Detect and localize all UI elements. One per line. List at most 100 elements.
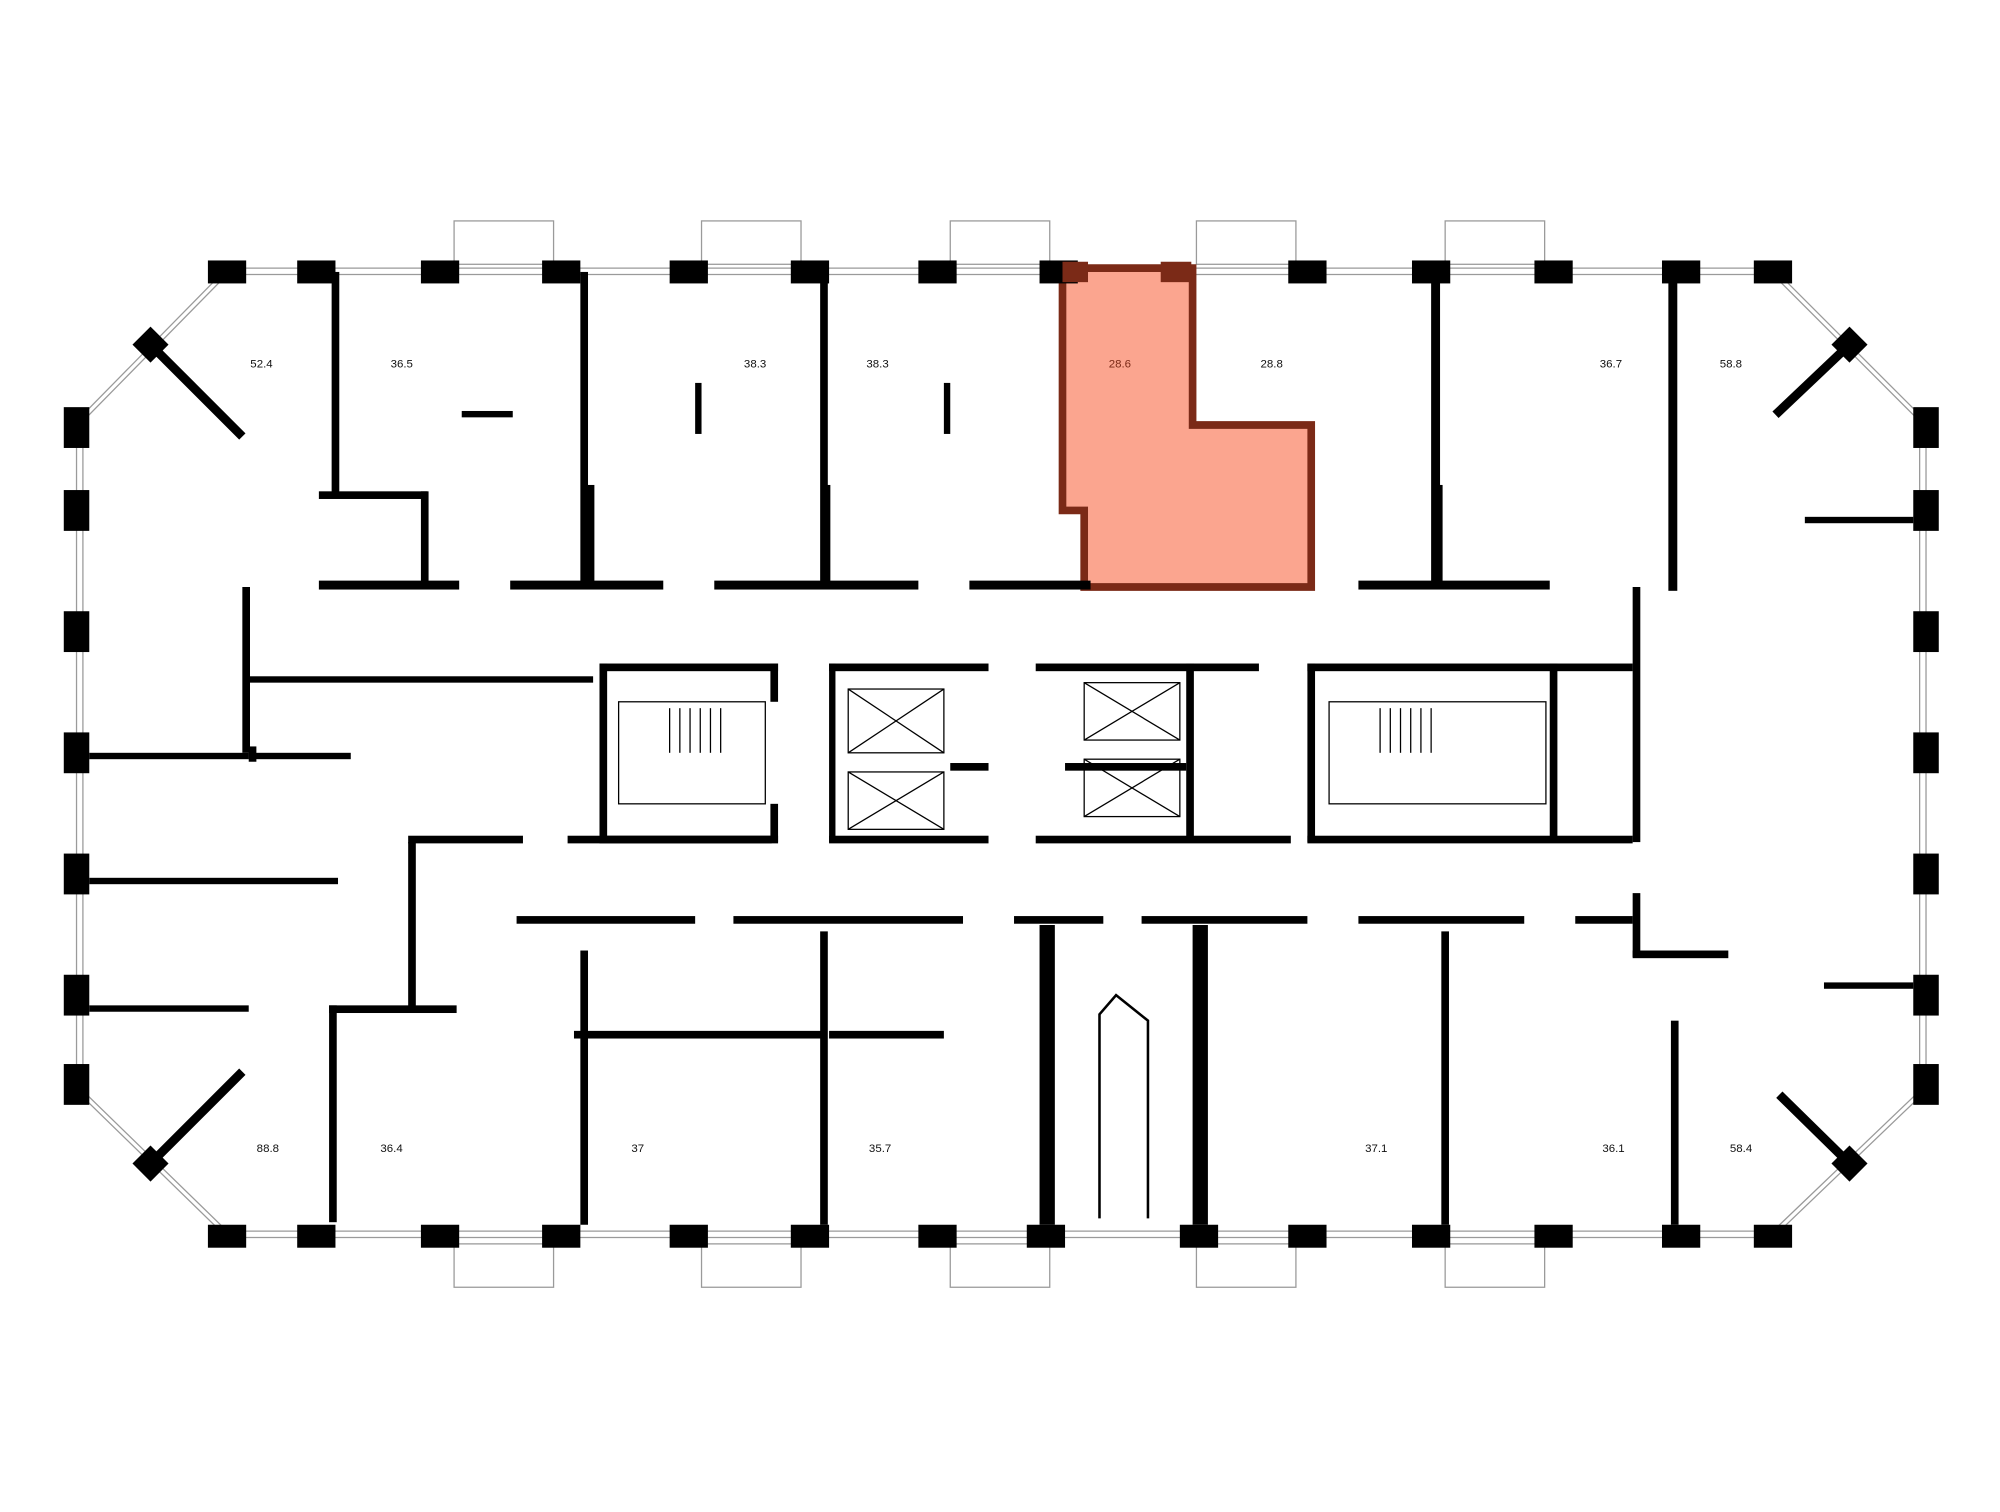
unit-area-label[interactable]: 36.7 <box>1600 359 1622 371</box>
wall <box>1307 835 1633 844</box>
wall <box>89 1005 249 1012</box>
wall <box>829 1030 944 1039</box>
wall <box>248 676 594 683</box>
pillar <box>63 853 90 895</box>
balcony <box>1444 1243 1546 1288</box>
pillar <box>669 1224 708 1248</box>
selected-unit-area-label[interactable]: 28.6 <box>1109 359 1131 371</box>
balcony <box>700 1243 802 1288</box>
wall <box>829 663 836 843</box>
wall <box>829 835 989 844</box>
elevator-shaft <box>1083 758 1181 818</box>
pillar <box>542 1224 581 1248</box>
elevator-shaft <box>847 771 945 830</box>
balcony <box>1444 220 1546 265</box>
wall <box>1307 663 1316 843</box>
unit-area-label[interactable]: 52.4 <box>250 359 273 371</box>
pillar <box>669 260 708 284</box>
top-unit-labels: 52.4 36.5 38.3 38.3 28.6 28.8 36.7 58.8 <box>250 359 1742 371</box>
wall <box>318 491 428 499</box>
wall <box>1065 763 1187 771</box>
diagonal-wall <box>1772 341 1853 419</box>
wall <box>770 803 779 843</box>
pillar <box>918 260 957 284</box>
wall <box>829 663 989 672</box>
building-core <box>617 682 1547 1219</box>
diagonal-wall <box>1776 1091 1853 1167</box>
wall <box>969 580 1091 590</box>
walls <box>63 260 1939 1248</box>
unit-area-label[interactable]: 88.8 <box>257 1143 279 1155</box>
selected-pillar-left <box>1062 261 1089 283</box>
balcony <box>1195 1243 1297 1288</box>
pillar <box>1288 1224 1327 1248</box>
diagonal-wall <box>147 341 246 440</box>
unit-area-label[interactable]: 37.1 <box>1365 1143 1387 1155</box>
unit-area-label[interactable]: 58.8 <box>1720 359 1742 371</box>
pillar <box>63 732 90 774</box>
wall <box>329 1005 457 1014</box>
wall <box>770 663 779 702</box>
wall <box>573 1030 823 1039</box>
pillar <box>63 407 90 448</box>
wall <box>1434 484 1443 587</box>
pillar <box>1913 853 1939 895</box>
wall <box>1358 916 1525 924</box>
wall <box>1670 1020 1679 1225</box>
selected-apartment-28-6[interactable] <box>1058 264 1316 591</box>
pillar <box>420 1224 460 1248</box>
balcony <box>1195 220 1297 265</box>
wall <box>695 382 702 434</box>
wall <box>1632 893 1641 957</box>
unit-area-label[interactable]: 36.4 <box>380 1143 403 1155</box>
unit-area-label[interactable]: 35.7 <box>869 1143 891 1155</box>
stair-block <box>1328 701 1547 805</box>
elevator-cross <box>847 688 945 754</box>
wall <box>89 752 249 760</box>
pillar <box>207 1224 247 1248</box>
wall <box>318 580 460 590</box>
unit-area-label[interactable]: 37 <box>631 1143 644 1155</box>
wall <box>408 835 523 844</box>
wall <box>1668 271 1678 591</box>
pillar <box>1753 260 1793 284</box>
wall <box>516 916 696 924</box>
unit-area-label[interactable]: 36.5 <box>391 359 413 371</box>
elevator-cross <box>847 771 945 830</box>
wall <box>733 916 964 924</box>
wall <box>331 271 340 496</box>
pillar <box>1026 1224 1066 1248</box>
wall <box>580 271 589 585</box>
pillar <box>1534 1224 1573 1248</box>
pillar <box>207 260 247 284</box>
unit-area-label[interactable]: 28.8 <box>1261 359 1283 371</box>
wall <box>950 763 989 771</box>
wall <box>1192 925 1208 1225</box>
wall <box>242 586 250 753</box>
wall <box>1804 516 1914 524</box>
pillar <box>542 260 581 284</box>
wall <box>580 950 589 1225</box>
facade-window-line <box>75 267 1927 1239</box>
wall <box>943 382 951 434</box>
wall <box>599 663 608 843</box>
stair-block <box>617 701 766 805</box>
wall <box>1014 916 1104 924</box>
pillar <box>1913 407 1939 448</box>
elevator-shaft <box>847 688 945 754</box>
unit-area-label[interactable]: 38.3 <box>744 359 766 371</box>
wall <box>599 663 779 672</box>
facade-window-line <box>82 273 1921 1232</box>
balcony <box>949 1243 1051 1288</box>
pillar <box>1288 260 1327 284</box>
wall <box>1632 586 1641 843</box>
unit-area-label[interactable]: 58.4 <box>1730 1143 1753 1155</box>
pillar <box>790 1224 830 1248</box>
wall <box>1307 663 1633 672</box>
unit-area-label[interactable]: 38.3 <box>866 359 888 371</box>
wall <box>1549 663 1558 843</box>
wall <box>1823 982 1914 989</box>
wall <box>1358 580 1550 590</box>
unit-area-label[interactable]: 36.1 <box>1602 1143 1624 1155</box>
pillar <box>1913 974 1939 1016</box>
